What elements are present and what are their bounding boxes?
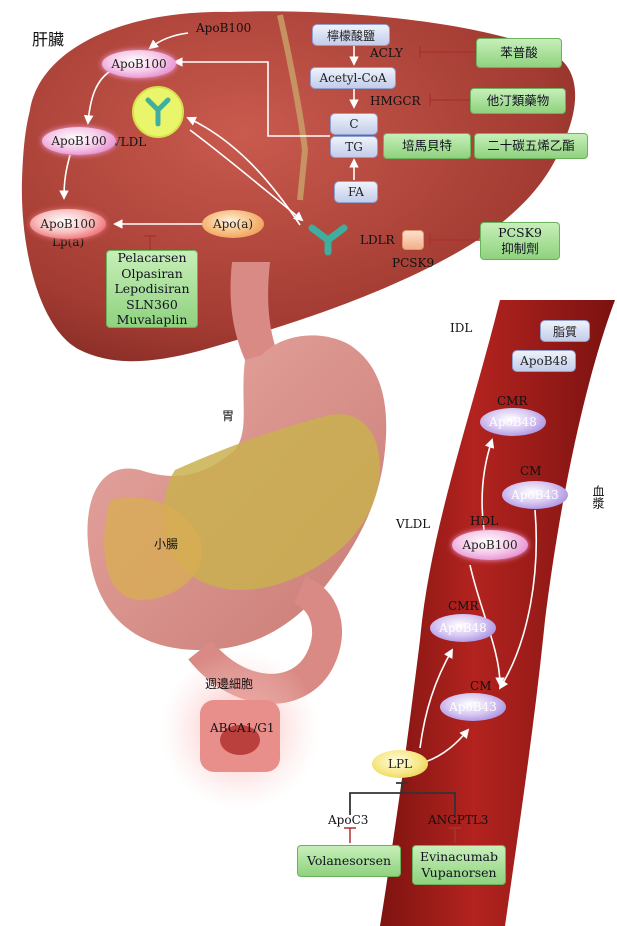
pcsk9-protein <box>402 230 424 250</box>
hdl-label: HDL <box>470 515 498 527</box>
drug-name: SLN360 <box>126 297 178 313</box>
liver-label: 肝臟 <box>32 32 64 48</box>
drug-name: Pelacarsen <box>118 250 187 266</box>
drug-name: Vupanorsen <box>421 865 496 881</box>
statin-drug-box: 他汀類藥物 <box>470 88 566 114</box>
drug-name: Muvalaplin <box>117 312 188 328</box>
ldlr-label: LDLR <box>360 234 395 246</box>
lpl-node: LPL <box>372 750 428 778</box>
apob48-node-lower: ApoB48 <box>430 614 496 642</box>
apob100-node-lpa: ApoB100 <box>30 209 106 239</box>
hmgcr-label: HMGCR <box>370 95 421 107</box>
apob43-node-lower: ApoB43 <box>440 693 506 721</box>
apoc3-label: ApoC3 <box>328 814 368 826</box>
peripheral-cell-label: 週邊細胞 <box>205 678 253 690</box>
apob100-node-top: ApoB100 <box>102 50 176 78</box>
stomach-label: 胃 <box>222 410 234 422</box>
tg-box: TG <box>330 136 378 158</box>
acly-label: ACLY <box>370 47 403 59</box>
acetyl-coa-box: Acetyl-CoA <box>310 67 396 89</box>
apob100-label: ApoB100 <box>196 22 251 34</box>
drug-name: Volanesorsen <box>307 853 391 869</box>
drug-name: 培馬貝特 <box>402 138 452 154</box>
cm-upper-label: CM <box>520 465 541 477</box>
apob48-box: ApoB48 <box>512 350 576 372</box>
drug-name: Lepodisiran <box>114 281 189 297</box>
drug-name: Olpasiran <box>121 266 183 282</box>
small-intestine-label: 小腸 <box>154 538 178 550</box>
angptl3-label: ANGPTL3 <box>428 814 488 826</box>
abca-label: ABCA1/G1 <box>210 722 274 734</box>
lipid-box: 脂質 <box>540 320 590 342</box>
blood-label: 血漿 <box>592 485 604 509</box>
vldl-particle-icon <box>133 87 183 137</box>
cmr-upper-label: CMR <box>497 395 528 407</box>
drug-name: 抑制劑 <box>501 241 539 257</box>
apoa-node: Apo(a) <box>202 210 264 238</box>
drug-name: Evinacumab <box>420 849 498 865</box>
drug-name: PCSK9 <box>498 225 542 241</box>
apob43-node-upper: ApoB43 <box>502 481 568 509</box>
c-box: C <box>330 113 378 135</box>
pcsk9-label: PCSK9 <box>392 257 434 269</box>
citrate-box: 檸檬酸鹽 <box>312 24 390 46</box>
idl-label: IDL <box>450 322 472 334</box>
pemafibrate-drug-box: 培馬貝特 <box>383 133 471 159</box>
apob100-node-mid: ApoB100 <box>42 127 116 155</box>
cmr-lower-label: CMR <box>448 600 479 612</box>
bempedoic-drug-box: 苯普酸 <box>476 38 562 68</box>
cm-lower-label: CM <box>470 680 491 692</box>
drug-name: 他汀類藥物 <box>487 93 550 109</box>
fa-box: FA <box>334 181 378 203</box>
drug-name: 苯普酸 <box>500 45 538 61</box>
vldl-blood-label: VLDL <box>396 518 430 530</box>
volanesorsen-drug-box: Volanesorsen <box>297 845 401 877</box>
drug-name: 二十碳五烯乙酯 <box>487 138 575 154</box>
epa-drug-box: 二十碳五烯乙酯 <box>474 133 588 159</box>
apob100-node-blood: ApoB100 <box>452 530 528 560</box>
apob48-node-upper: ApoB48 <box>480 408 546 436</box>
vldl-label: VLDL <box>112 136 146 148</box>
